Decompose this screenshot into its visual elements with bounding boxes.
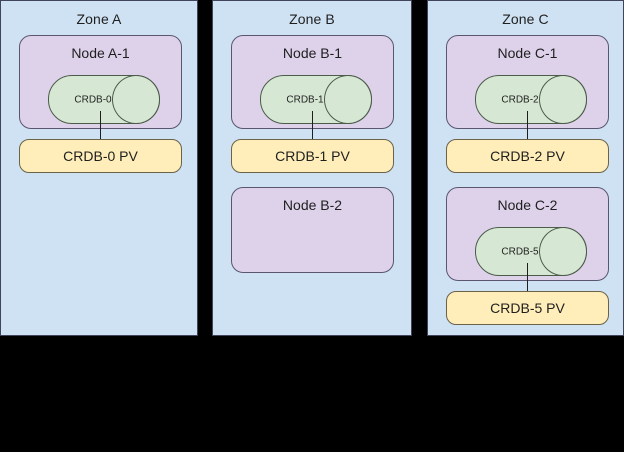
pv-crdb-0[interactable]: CRDB-0 PV <box>19 139 182 173</box>
pv-crdb-0-label: CRDB-0 PV <box>63 148 138 164</box>
cylinder-end-cap <box>324 75 372 124</box>
node-b-2[interactable]: Node B-2 <box>231 187 394 273</box>
connector-crdb-0 <box>100 111 101 140</box>
node-a-1[interactable]: Node A-1 CRDB-0 <box>19 35 182 129</box>
pod-crdb-5-label: CRDB-5 <box>501 246 539 257</box>
zone-a[interactable]: Zone A Node A-1 CRDB-0 CRDB-0 PV <box>0 0 198 336</box>
pv-crdb-5[interactable]: CRDB-5 PV <box>446 291 609 325</box>
pod-crdb-5[interactable]: CRDB-5 <box>475 227 587 276</box>
zone-c[interactable]: Zone C Node C-1 CRDB-2 CRDB-2 PV Node C-… <box>427 0 624 336</box>
node-b-1[interactable]: Node B-1 CRDB-1 <box>231 35 394 129</box>
pv-crdb-1-label: CRDB-1 PV <box>275 148 350 164</box>
zone-c-title: Zone C <box>502 11 549 27</box>
pod-crdb-1-label: CRDB-1 <box>286 94 324 105</box>
node-c-1-title: Node C-1 <box>497 45 558 61</box>
node-b-2-title: Node B-2 <box>282 197 343 213</box>
connector-crdb-1 <box>312 111 313 140</box>
pod-crdb-0-label: CRDB-0 <box>74 94 112 105</box>
node-a-1-title: Node A-1 <box>71 45 130 61</box>
zone-b[interactable]: Zone B Node B-1 CRDB-1 CRDB-1 PV Node B-… <box>212 0 412 336</box>
zone-b-title: Zone B <box>289 11 335 27</box>
pod-crdb-2-label: CRDB-2 <box>501 94 539 105</box>
node-b-1-title: Node B-1 <box>282 45 343 61</box>
connector-crdb-2 <box>527 111 528 140</box>
pod-crdb-2[interactable]: CRDB-2 <box>475 75 587 124</box>
connector-crdb-5 <box>527 263 528 292</box>
pv-crdb-2-label: CRDB-2 PV <box>490 148 565 164</box>
pv-crdb-5-label: CRDB-5 PV <box>490 300 565 316</box>
zone-a-title: Zone A <box>76 11 122 27</box>
cylinder-end-cap <box>112 75 160 124</box>
pv-crdb-1[interactable]: CRDB-1 PV <box>231 139 394 173</box>
node-c-1[interactable]: Node C-1 CRDB-2 <box>446 35 609 129</box>
cylinder-end-cap <box>539 227 587 276</box>
node-c-2-title: Node C-2 <box>497 197 558 213</box>
pv-crdb-2[interactable]: CRDB-2 PV <box>446 139 609 173</box>
cylinder-end-cap <box>539 75 587 124</box>
pod-crdb-0[interactable]: CRDB-0 <box>48 75 160 124</box>
pod-crdb-1[interactable]: CRDB-1 <box>260 75 372 124</box>
